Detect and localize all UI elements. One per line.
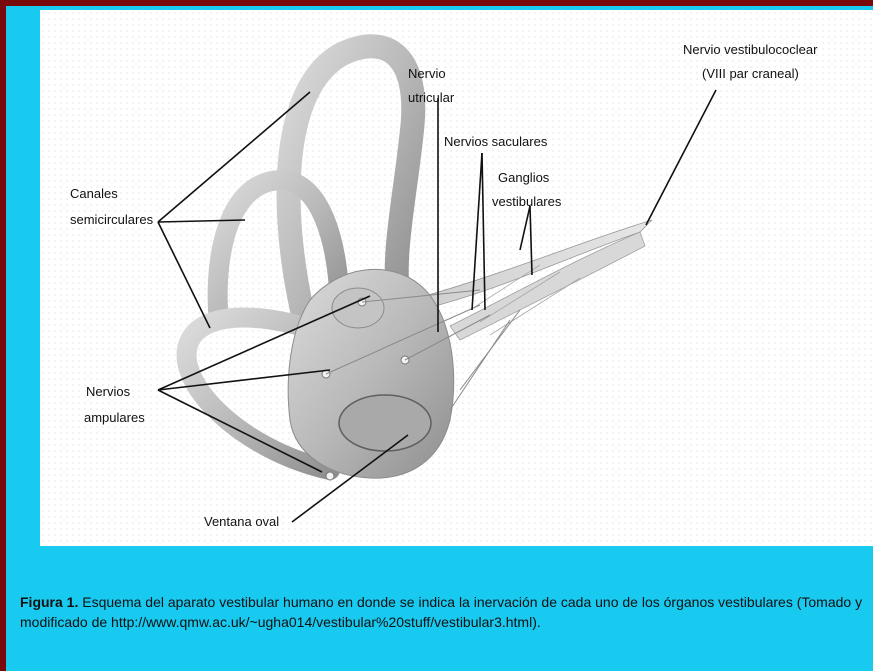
figure-caption: Figura 1. Esquema del aparato vestibular… [20,592,870,632]
nerve-bundle [418,220,652,340]
anterior-canal [289,46,414,310]
label-ventana-oval: Ventana oval [204,514,279,529]
vestibular-diagram: Canales semicirculares Nervio utricular … [40,10,873,546]
figure-panel: Canales semicirculares Nervio utricular … [40,10,873,546]
figure-caption-text: Esquema del aparato vestibular humano en… [20,594,862,630]
label-ampulares: ampulares [84,410,145,425]
label-semicirculares: semicirculares [70,212,154,227]
label-ganglios: Ganglios [498,170,550,185]
oval-window [339,395,431,451]
label-viii-par-craneal: (VIII par craneal) [702,66,799,81]
label-nervios: Nervios [86,384,131,399]
label-nervio-vestibulococlear: Nervio vestibulococlear [683,42,818,57]
figure-frame: Canales semicirculares Nervio utricular … [6,6,873,671]
label-nervio: Nervio [408,66,446,81]
label-vestibulares: vestibulares [492,194,562,209]
label-utricular: utricular [408,90,455,105]
figure-caption-label: Figura 1. [20,594,78,610]
label-canales: Canales [70,186,118,201]
label-nervios-saculares: Nervios saculares [444,134,548,149]
